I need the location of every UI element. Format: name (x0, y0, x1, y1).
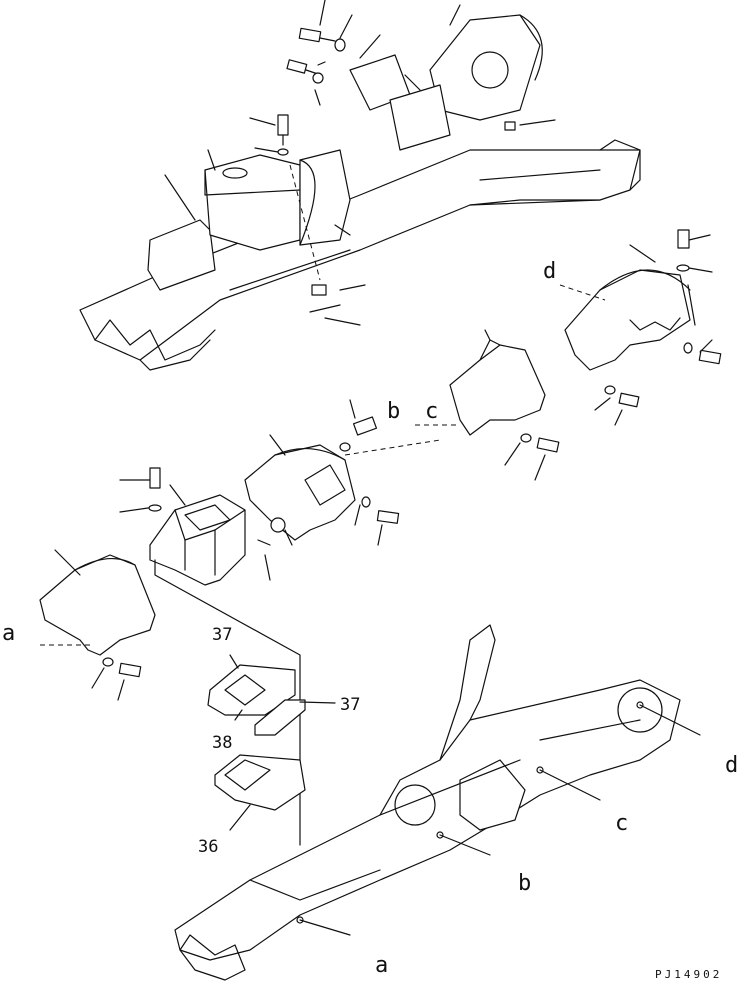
part-label-37-upper: 37 (212, 625, 232, 645)
bracket-block-group (119, 467, 301, 846)
bolt-icon (618, 392, 640, 408)
ref-label-c-lower: c (615, 811, 628, 836)
ref-label-b-lower: b (518, 871, 531, 896)
front-cover-a-group (39, 549, 156, 701)
washer-icon (676, 264, 690, 272)
bolt-icon (698, 339, 722, 365)
part-label-37-lower: 37 (340, 695, 360, 715)
ref-label-b-upper: b (387, 399, 400, 424)
washer-icon (277, 148, 289, 156)
idler-guard-group (559, 229, 722, 426)
guard-b-group (244, 399, 441, 581)
part-37-38-group (207, 654, 336, 736)
washer-icon (683, 342, 693, 354)
washer-icon (604, 385, 616, 395)
washer-icon (520, 433, 532, 443)
bottom-frame (174, 624, 701, 981)
nut-icon (270, 517, 286, 533)
washer-icon (339, 442, 351, 452)
part-label-38: 38 (212, 733, 232, 753)
ref-label-d-lower: d (725, 753, 738, 778)
bolt-icon (286, 59, 319, 75)
ref-label-c-upper: c (425, 399, 438, 424)
top-frame-assembly (79, 0, 641, 371)
ref-label-d-upper: d (543, 259, 556, 284)
bolt-icon (277, 114, 289, 146)
part-label-36: 36 (198, 837, 218, 857)
cover-c-group (415, 329, 560, 481)
drawing-code: PJ14902 (655, 968, 722, 981)
part-36-group (214, 754, 306, 831)
washer-icon (334, 38, 346, 52)
ref-label-a-lower: a (375, 953, 388, 978)
bolt-icon (677, 229, 711, 249)
washer-icon (312, 72, 324, 84)
washer-icon (361, 496, 371, 508)
ref-label-a-upper: a (2, 621, 15, 646)
bolt-icon (149, 467, 161, 489)
bolt-icon (352, 416, 378, 436)
washer-icon (102, 657, 114, 667)
bolt-icon (298, 27, 336, 43)
washer-icon (148, 504, 162, 512)
bolt-icon (376, 510, 400, 524)
bolt-icon (536, 437, 560, 453)
bolt-icon (118, 662, 142, 678)
